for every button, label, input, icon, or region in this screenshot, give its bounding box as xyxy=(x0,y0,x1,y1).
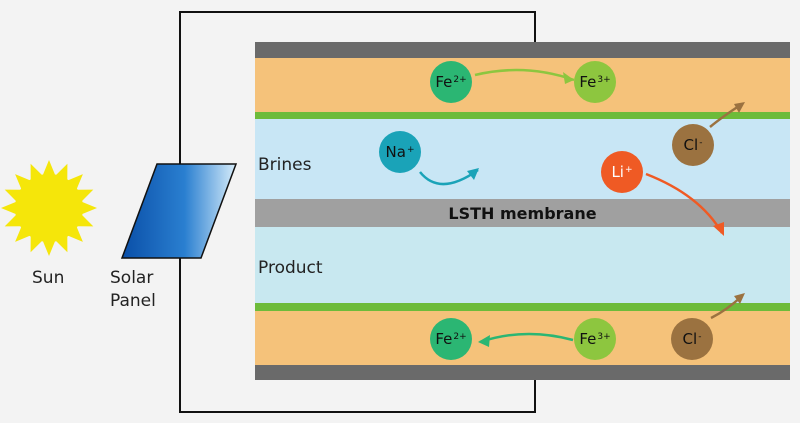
sun-label: Sun xyxy=(32,268,65,288)
top-green-strip xyxy=(255,112,790,119)
lsth-membrane xyxy=(255,199,790,227)
wire-top xyxy=(179,11,536,172)
wire-bottom xyxy=(179,258,536,413)
brine-chamber xyxy=(255,119,790,199)
brines-label: Brines xyxy=(258,155,312,175)
bottom-cap xyxy=(255,365,790,380)
arrow-fe2-to-fe3-top xyxy=(474,68,575,82)
product-chamber xyxy=(255,227,790,303)
top-cap xyxy=(255,42,790,58)
bottom-green-strip xyxy=(255,303,790,311)
solar-panel-icon xyxy=(120,163,238,259)
top-electrode-chamber xyxy=(255,58,790,112)
ion-cl-bottom: Cl- xyxy=(671,318,713,360)
sun-icon xyxy=(1,160,97,256)
ion-na: Na+ xyxy=(379,131,421,173)
ion-li: Li+ xyxy=(601,151,643,193)
product-label: Product xyxy=(258,258,323,278)
solar-panel-label-line2: Panel xyxy=(110,291,156,311)
ion-cl-top: Cl- xyxy=(672,124,714,166)
membrane-label: LSTH membrane xyxy=(448,203,597,223)
solar-panel-label-line1: Solar xyxy=(110,268,154,288)
